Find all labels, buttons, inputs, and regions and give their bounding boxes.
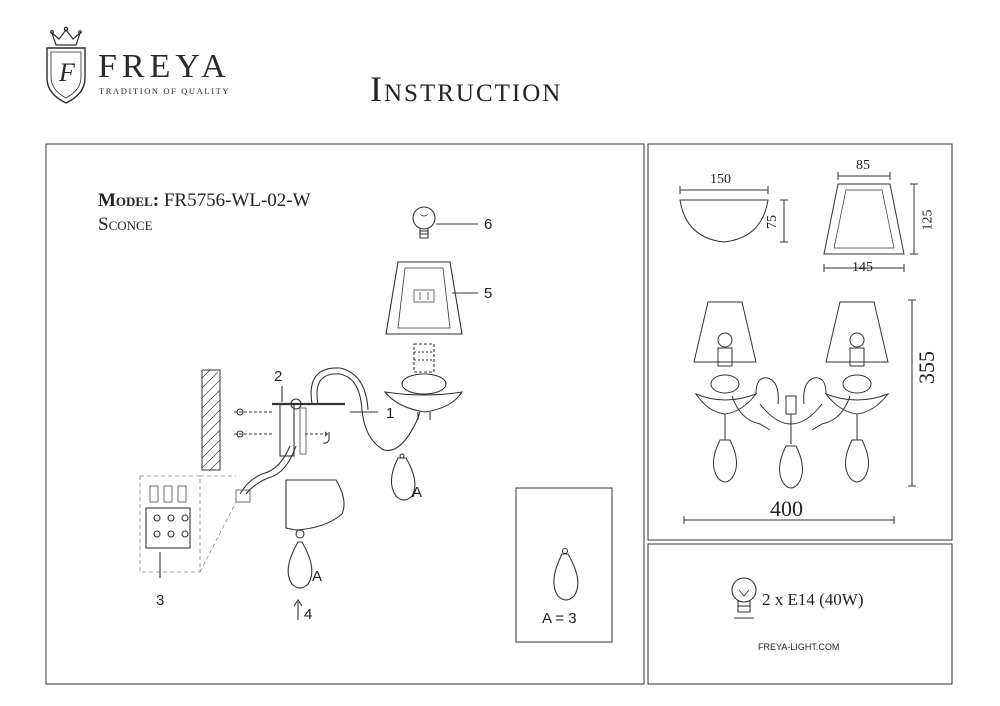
spec-panel (647, 543, 953, 685)
callout-5: 5 (484, 285, 493, 302)
callout-1: 1 (386, 405, 395, 422)
dim-total-height: 355 (914, 351, 939, 384)
dim-bowl-height: 75 (765, 215, 780, 229)
page-title: Instruction (370, 69, 563, 109)
model-line: Model: FR5756-WL-02-W (98, 190, 311, 212)
dim-total-width: 400 (770, 496, 803, 521)
brand-tagline: TRADITION OF QUALITY (99, 86, 231, 96)
dim-bowl-width: 150 (710, 172, 731, 187)
model-code: FR5756-WL-02-W (163, 190, 311, 211)
dimension-panel (647, 143, 953, 541)
logo-monogram: F (59, 58, 75, 87)
crystal-detail-box (515, 487, 613, 643)
model-type: Sconce (98, 214, 153, 235)
dim-shade-bottom: 145 (852, 260, 873, 275)
crystal-label-top: A (412, 484, 423, 501)
brand-name: FREYA (98, 48, 231, 85)
lamp-spec: 2 x E14 (40W) (762, 590, 864, 609)
callout-2: 2 (274, 368, 283, 385)
exploded-view (139, 206, 478, 620)
callout-4: 4 (304, 606, 313, 623)
callout-6: 6 (484, 216, 493, 233)
shield-icon (46, 47, 86, 104)
model-label: Model: (98, 190, 160, 211)
crown-icon (50, 26, 82, 46)
callout-3: 3 (156, 592, 165, 609)
website-link[interactable]: FREYA-LIGHT.COM (758, 642, 840, 652)
crystal-label-bottom: A (312, 568, 323, 585)
dim-shade-height: 125 (920, 209, 936, 231)
bulb-icon (731, 577, 757, 619)
dimension-drawings (679, 172, 918, 524)
crystal-count: A = 3 (542, 610, 577, 627)
main-panel (45, 143, 645, 685)
dim-shade-top: 85 (856, 158, 870, 173)
